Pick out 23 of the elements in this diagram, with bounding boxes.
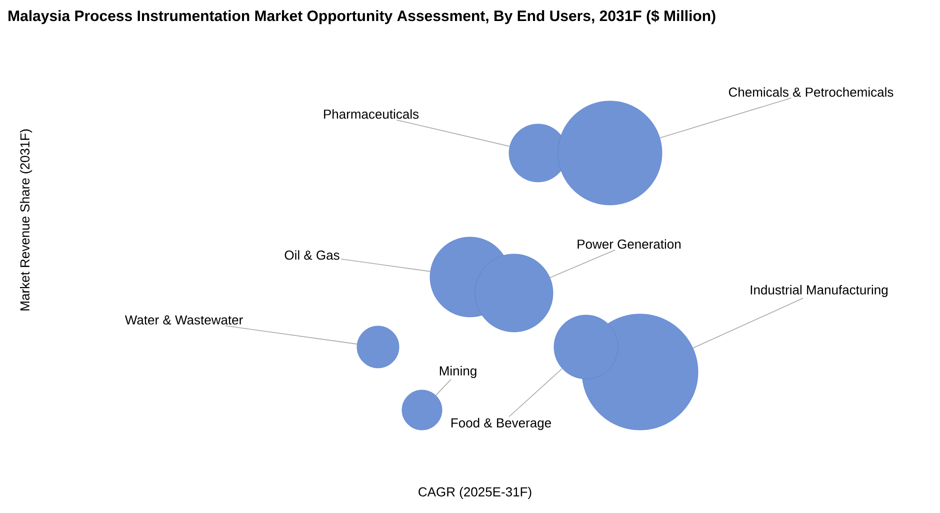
leader-line: [396, 120, 510, 147]
bubble-label: Mining: [440, 366, 476, 378]
leader-line: [340, 258, 431, 272]
bubble: [554, 314, 618, 380]
leader-line: [224, 325, 358, 344]
bubble-label: Industrial Manufacturing: [750, 284, 888, 298]
leader-line: [436, 378, 452, 396]
bubble: [356, 326, 400, 368]
leader-line: [692, 298, 804, 348]
bubble-label: Food & Beverage: [451, 418, 551, 430]
axis-title: Market Revenue Share (2031F): [20, 129, 32, 310]
bubble-label: Chemicals & Petrochemicals: [728, 87, 894, 97]
axis-title: CAGR (2025E-31F): [418, 486, 532, 500]
leader-line: [550, 250, 616, 278]
bubble-label: Pharmaceuticals: [324, 109, 419, 119]
chart-title: Malaysia Process Instrumentation Market Opportunity Assessment, By End Users, 2031F ($ Million): [8, 10, 716, 24]
bubble: [474, 254, 554, 332]
bubble-label: Power Generation: [578, 239, 681, 249]
bubble-label: Oil & Gas: [284, 250, 340, 260]
bubble: [402, 390, 442, 430]
leader-line: [508, 368, 563, 418]
leader-line: [660, 98, 792, 138]
bubble-label: Water & Wastewater: [124, 315, 243, 325]
